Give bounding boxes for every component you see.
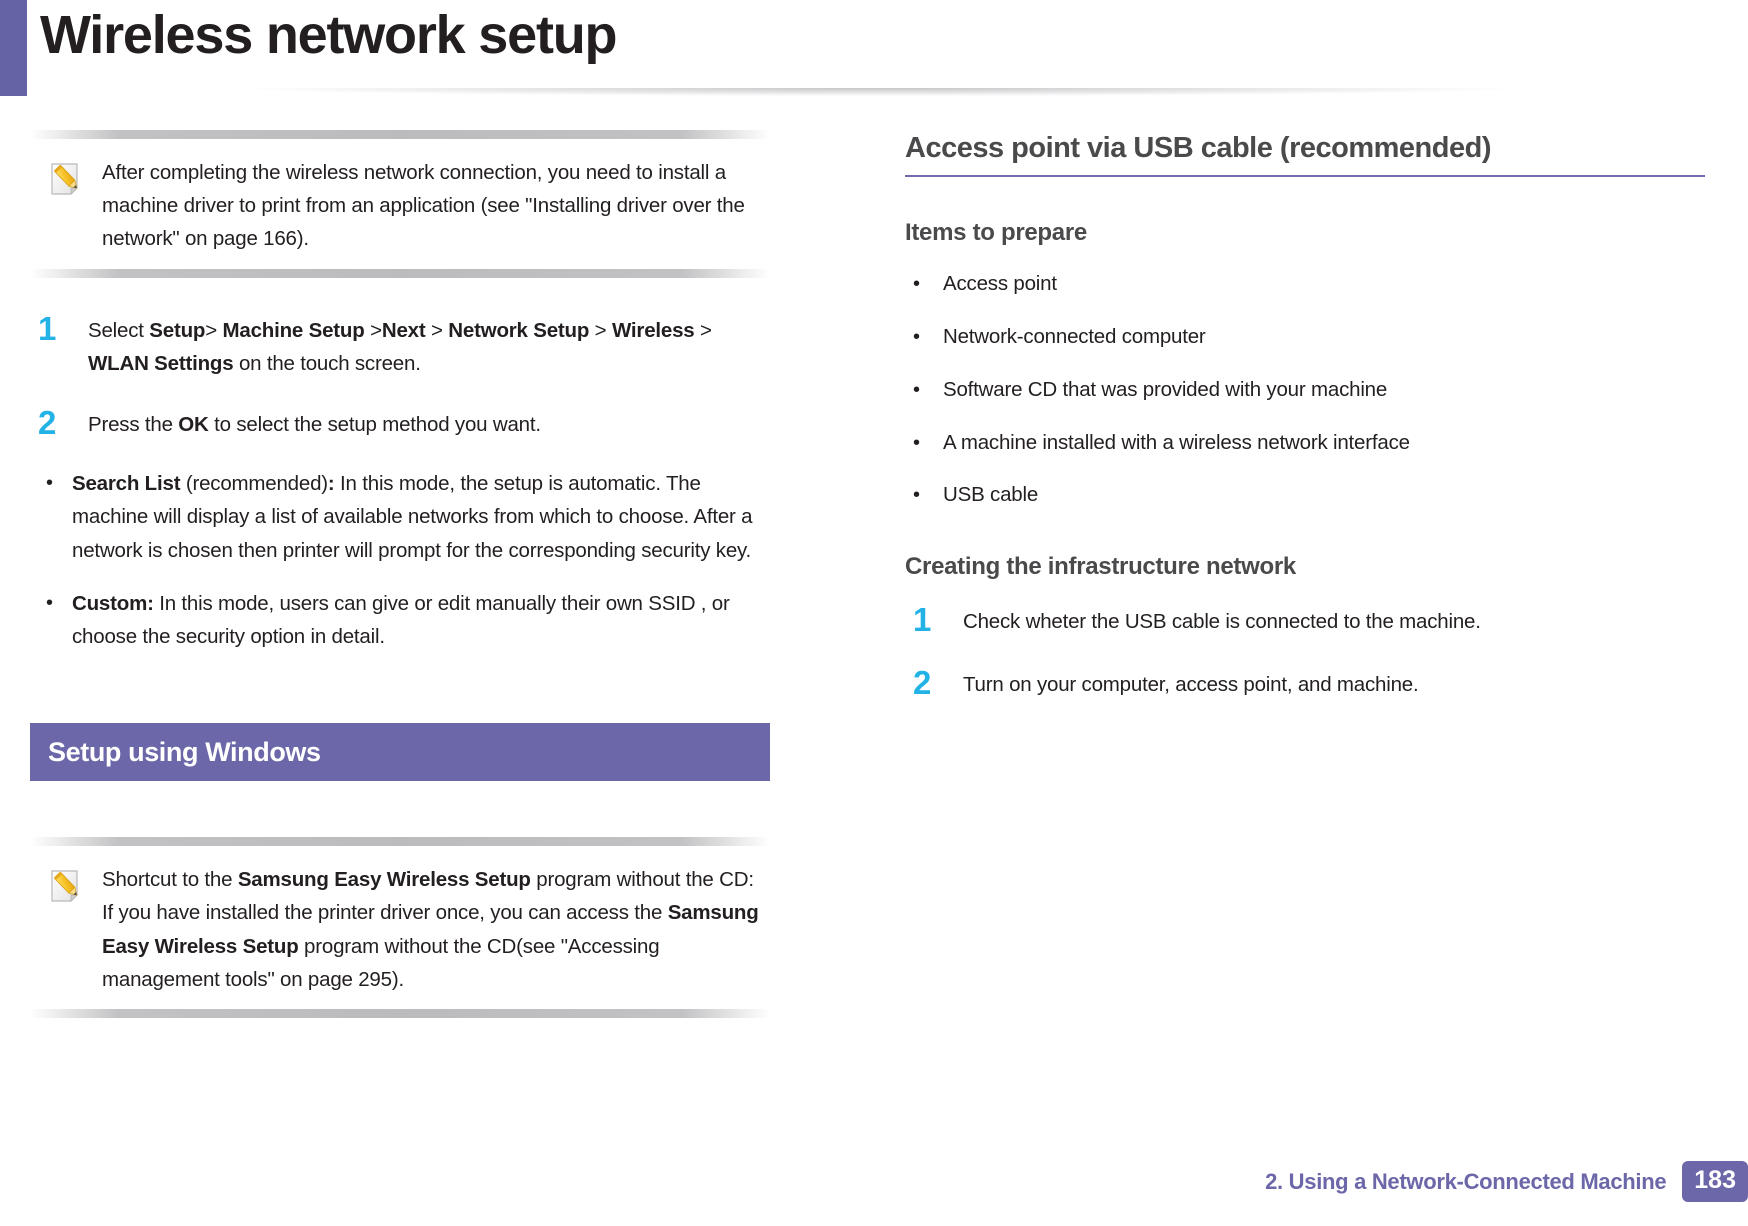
- section-heading-access-point: Access point via USB cable (recommended): [905, 130, 1705, 178]
- step-number: 1: [38, 309, 57, 347]
- bullet-dot: •: [913, 273, 921, 296]
- bullet-dot: •: [913, 484, 921, 507]
- list-item: • A machine installed with a wireless ne…: [905, 428, 1705, 459]
- step-item: 2 Turn on your computer, access point, a…: [905, 666, 1705, 701]
- list-item: • Network-connected computer: [905, 322, 1705, 353]
- subheading-creating-infrastructure-network: Creating the infrastructure network: [905, 553, 1296, 580]
- note-rule-bottom: [30, 1009, 770, 1019]
- page-header: Wireless network setup: [0, 0, 1748, 112]
- left-steps-list: 1 Select Setup> Machine Setup >Next > Ne…: [30, 309, 770, 654]
- step-text: Press the OK to select the setup method …: [88, 413, 541, 437]
- section-banner-setup-using-windows: Setup using Windows: [30, 723, 770, 782]
- bullet-dot: •: [46, 591, 54, 614]
- note-rule-top: [30, 130, 770, 139]
- subheading-items-to-prepare: Items to prepare: [905, 219, 1087, 247]
- section-heading-rule: [905, 175, 1705, 178]
- note-top-text: After completing the wireless network co…: [102, 161, 745, 251]
- note-rule-top: [30, 837, 770, 847]
- footer-chapter-label: 2. Using a Network-Connected Machine: [1265, 1168, 1667, 1194]
- list-item-text: Search List (recommended): In this mode,…: [72, 472, 753, 562]
- note-pencil-icon: [50, 160, 84, 198]
- left-column: After completing the wireless network co…: [30, 130, 770, 1019]
- page-footer: 2. Using a Network-Connected Machine 183: [1265, 1161, 1748, 1202]
- bullet-dot: •: [46, 472, 54, 495]
- step-number: 2: [913, 664, 932, 702]
- section-heading-text: Access point via USB cable (recommended): [905, 132, 1491, 164]
- section-banner-label: Setup using Windows: [48, 736, 321, 767]
- list-item-text: Access point: [943, 272, 1057, 296]
- list-item: • Software CD that was provided with you…: [905, 375, 1705, 406]
- bullet-dot: •: [913, 326, 921, 348]
- header-divider: [28, 88, 1728, 110]
- header-accent-bar: [0, 0, 27, 96]
- list-item: • Search List (recommended): In this mod…: [30, 467, 770, 567]
- footer-page-number: 183: [1682, 1161, 1748, 1202]
- list-item-text: Custom: In this mode, users can give or …: [72, 591, 730, 649]
- step-number: 1: [913, 601, 932, 638]
- note-pencil-icon: [50, 867, 84, 905]
- step-item: 2 Press the OK to select the setup metho…: [30, 406, 770, 441]
- note-rule-bottom: [30, 268, 770, 278]
- list-item-text: Network-connected computer: [943, 325, 1206, 348]
- setup-method-bullets: • Search List (recommended): In this mod…: [30, 467, 770, 653]
- list-item-term: Custom:: [72, 591, 154, 615]
- list-item-term: Search List: [72, 472, 181, 496]
- bullet-dot: •: [913, 378, 921, 401]
- note-bottom-text: Shortcut to the Samsung Easy Wireless Se…: [102, 868, 759, 991]
- right-column: Access point via USB cable (recommended)…: [905, 130, 1705, 729]
- note-box-top: After completing the wireless network co…: [30, 130, 770, 278]
- list-item-text: A machine installed with a wireless netw…: [943, 430, 1410, 454]
- step-item: 1 Select Setup> Machine Setup >Next > Ne…: [30, 309, 770, 380]
- page-title: Wireless network setup: [40, 5, 618, 65]
- step-text: Select Setup> Machine Setup >Next > Netw…: [88, 318, 712, 375]
- right-steps-list: 1 Check wheter the USB cable is connecte…: [905, 603, 1705, 701]
- step-number: 2: [38, 404, 57, 442]
- list-item: • USB cable: [905, 480, 1705, 511]
- step-text: Turn on your computer, access point, and…: [963, 673, 1419, 697]
- list-item: • Access point: [905, 269, 1705, 300]
- step-item: 1 Check wheter the USB cable is connecte…: [905, 603, 1705, 638]
- list-item: • Custom: In this mode, users can give o…: [30, 587, 770, 653]
- items-to-prepare-list: • Access point • Network-connected compu…: [905, 269, 1705, 511]
- list-item-text: USB cable: [943, 483, 1039, 507]
- bullet-dot: •: [913, 431, 921, 454]
- note-box-bottom: Shortcut to the Samsung Easy Wireless Se…: [30, 837, 770, 1019]
- step-text: Check wheter the USB cable is connected …: [963, 610, 1481, 633]
- list-item-text: Software CD that was provided with your …: [943, 377, 1388, 401]
